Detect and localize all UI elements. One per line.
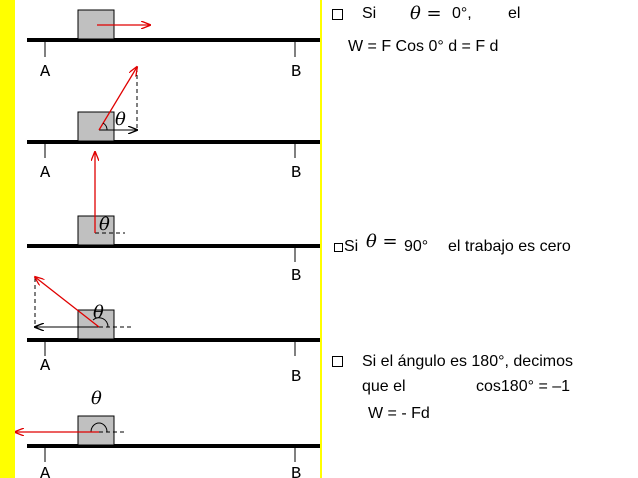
scenario-theta-obtuse: A B θ [27, 277, 320, 387]
block [77, 111, 115, 142]
theta-label: θ [115, 109, 126, 130]
point-b-label: B [291, 267, 301, 286]
item3-line3: W = - Fd [368, 405, 430, 422]
theta-label: θ [93, 302, 104, 323]
item2-text: el trabajo es cero [448, 238, 571, 255]
block [77, 415, 115, 446]
point-a-label: A [40, 357, 51, 376]
scenario-theta-0: A B [27, 9, 320, 82]
force-arrow [98, 67, 137, 131]
point-b-label: B [291, 465, 301, 478]
point-b-label: B [291, 63, 301, 82]
item3-line2b: cos180° = –1 [476, 378, 571, 395]
scenario-theta-180: A B θ [15, 388, 320, 478]
item1-el: el [508, 5, 521, 22]
item3-line2a: que el [362, 378, 406, 395]
block [77, 215, 115, 246]
point-a-label: A [40, 63, 51, 82]
scenario-theta-acute: A B θ [27, 67, 320, 183]
theta-label: θ [91, 388, 102, 409]
angle-arc [90, 422, 108, 433]
work-angle-diagrams: A B A B θ B θ [15, 9, 320, 478]
point-b-label: B [291, 164, 301, 183]
diagram-panel: A B A B θ B θ [15, 0, 320, 478]
point-b-label: B [291, 368, 301, 387]
point-a-label: A [40, 164, 51, 183]
angle-arc [92, 317, 109, 328]
text-panel: Si θ = 0°, el W = F Cos 0° d = F d Si θ … [322, 0, 638, 478]
theta-label: θ [99, 214, 110, 235]
item1-formula: W = F Cos 0° d = F d [348, 38, 499, 55]
item1-theta-eq: θ = [410, 3, 442, 24]
item3-line1: Si el ángulo es 180°, decimos [362, 353, 573, 370]
item2-theta-eq: θ = [366, 231, 398, 252]
bullet-checkbox-icon [334, 243, 343, 252]
bullet-checkbox-icon [332, 356, 343, 367]
item1-si: Si [362, 5, 377, 22]
angle-arc [102, 122, 108, 131]
item1-degree: 0°, [452, 5, 472, 22]
bullet-checkbox-icon [332, 9, 343, 20]
point-a-label: A [40, 465, 51, 478]
scenario-theta-90: B θ [27, 152, 320, 286]
item2-si: Si [344, 238, 359, 255]
item2-value: 90° [404, 238, 429, 255]
force-arrow [35, 277, 100, 328]
